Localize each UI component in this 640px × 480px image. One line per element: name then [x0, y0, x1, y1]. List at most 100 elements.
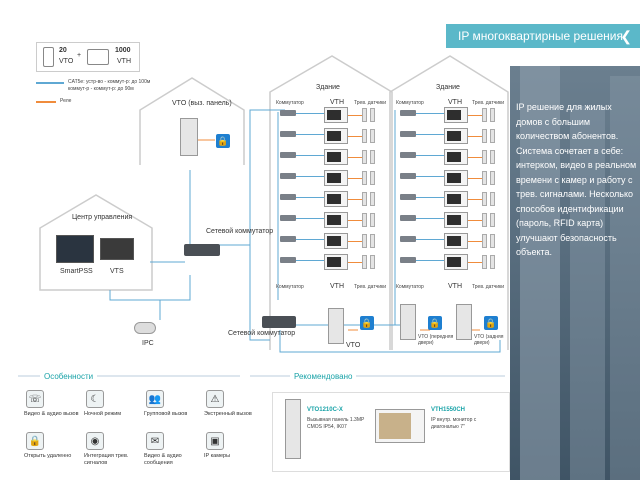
camera-icon: ▣	[206, 432, 224, 450]
page-title: IP многоквартирные решения	[458, 29, 623, 43]
b1-floor-cable	[296, 134, 324, 135]
b2-floor-alarm-sensor	[490, 129, 495, 143]
recommended-title: Рекомендовано	[290, 372, 357, 381]
power-legend-text: Реле	[60, 98, 72, 104]
b1-floor-switch	[280, 152, 296, 158]
lock-icon: 🔒	[216, 134, 230, 148]
b1-floor-relay	[348, 136, 362, 137]
building1-title: Здание	[316, 84, 340, 91]
b2-floor-alarm-sensor	[482, 255, 487, 269]
b2-floor-vth	[444, 212, 468, 228]
b2-col-switch: Коммутатор	[396, 100, 424, 106]
products-box: VTO1210C-X Вызывная панель 1.3MP CMOS IP…	[272, 392, 510, 472]
switch-bottom-label: Сетевой коммутатор	[228, 330, 296, 337]
b1-floor-relay	[348, 178, 362, 179]
b2-floor-vth	[444, 128, 468, 144]
network-switch-bottom	[262, 316, 296, 328]
plus-sign: +	[77, 52, 82, 59]
b2-floor-cable	[416, 239, 444, 240]
b2-floor-cable	[416, 155, 444, 156]
b1-floor-cable	[296, 155, 324, 156]
b2-lock-back-icon: 🔒	[484, 316, 498, 330]
b1-floor-relay	[348, 262, 362, 263]
vto-label: VTO	[59, 58, 74, 65]
b2-col-alarm: Трев. датчики	[472, 100, 505, 106]
b2-floor-alarm-sensor	[482, 129, 487, 143]
moon-icon: ☾	[86, 390, 104, 408]
b2-vto-front-label: VTO (передняя двери)	[418, 334, 454, 346]
alarm-sensor-icon: ◉	[86, 432, 104, 450]
b2-floor-switch	[400, 173, 416, 179]
b1-floor-alarm-sensor	[370, 171, 375, 185]
b1-floor-alarm-sensor	[370, 108, 375, 122]
alarm-light-icon: ⚠	[206, 390, 224, 408]
b1-col-switch: Коммутатор	[276, 100, 304, 106]
b1-floor-relay	[348, 220, 362, 221]
b2-floor-relay	[468, 241, 482, 242]
message-icon: ✉	[146, 432, 164, 450]
vto-count: 20	[59, 47, 67, 54]
b2-floor-alarm-sensor	[490, 255, 495, 269]
b2-floor-cable	[416, 113, 444, 114]
feature-item: ▣IP камеры	[202, 432, 260, 472]
b1-col-vth: VTH	[330, 99, 344, 106]
features-grid: ☏Видео & аудио вызов☾Ночной режим👥Группо…	[22, 390, 252, 476]
b1-floor-alarm-sensor	[362, 234, 367, 248]
vts-console	[100, 238, 134, 260]
switch-main-label: Сетевой коммутатор	[206, 228, 274, 235]
feature-item: ⚠ Экстренный вызов	[202, 390, 260, 430]
vto-panel-device	[180, 118, 198, 156]
cable-legend-text-2: коммут-р - коммут-р: до 90м	[68, 86, 134, 92]
b2-floor-switch	[400, 110, 416, 116]
chevron-left-icon[interactable]: ❮	[620, 28, 632, 44]
b1-floor-switch	[280, 215, 296, 221]
b2-floor-relay	[468, 262, 482, 263]
feature-label: Видео & аудио сообщения	[144, 453, 182, 466]
b1-floor-alarm-sensor	[362, 171, 367, 185]
product-1-desc: Вызывная панель 1.3MP CMOS IP54, IK07	[307, 417, 365, 430]
b2-floor-alarm-sensor	[490, 171, 495, 185]
feature-item: 👥Групповой вызов	[142, 390, 200, 430]
b2-floor-alarm-sensor	[482, 234, 487, 248]
b1-floor-cable	[296, 218, 324, 219]
b2-lock-front-icon: 🔒	[428, 316, 442, 330]
b2-floor-relay	[468, 136, 482, 137]
network-switch-main	[184, 244, 220, 256]
feature-item: ◉ Интеграция трев. сигналов	[82, 432, 140, 472]
b2-floor-alarm-sensor	[490, 150, 495, 164]
cable-legend-line	[36, 82, 64, 84]
b2-vto-back-device	[456, 304, 472, 340]
b1-floor-cable	[296, 239, 324, 240]
b1-floor-cable	[296, 260, 324, 261]
b1-floor-vth	[324, 128, 348, 144]
b2-floor-vth	[444, 170, 468, 186]
feature-label: Экстренный вызов	[204, 411, 252, 417]
ipc-label: IPC	[142, 340, 154, 347]
b2-floor-relay	[468, 220, 482, 221]
b1-floor-alarm-sensor	[362, 255, 367, 269]
building-photo	[510, 66, 640, 480]
b1-floor-alarm-sensor	[362, 192, 367, 206]
b1-floor-switch	[280, 173, 296, 179]
vto-panel-label: VTO (выз. панель)	[172, 100, 232, 107]
vts-label: VTS	[110, 268, 124, 275]
b1-floor-alarm-sensor	[370, 234, 375, 248]
feature-label: Интеграция трев. сигналов	[84, 453, 129, 466]
b1-floor-switch	[280, 110, 296, 116]
b1-col-alarm: Трев. датчики	[354, 100, 387, 106]
vth-device-icon	[87, 49, 109, 65]
b2-vto-front-device	[400, 304, 416, 340]
b2-floor-vth	[444, 149, 468, 165]
product-2-model: VTH1550CH	[431, 407, 466, 413]
b1-bottom-vth: VTH	[330, 283, 344, 290]
b2-floor-alarm-sensor	[482, 213, 487, 227]
b1-floor-switch	[280, 194, 296, 200]
control-center-title: Центр управления	[72, 214, 133, 221]
smartpss-monitor	[56, 235, 94, 263]
b2-floor-alarm-sensor	[490, 108, 495, 122]
solution-description: IP решение для жилых домов с большим кол…	[516, 102, 637, 257]
b2-floor-alarm-sensor	[490, 192, 495, 206]
b1-vto-label: VTO	[346, 342, 361, 349]
vto-device-icon	[43, 47, 54, 67]
features-title: Особенности	[40, 372, 98, 381]
